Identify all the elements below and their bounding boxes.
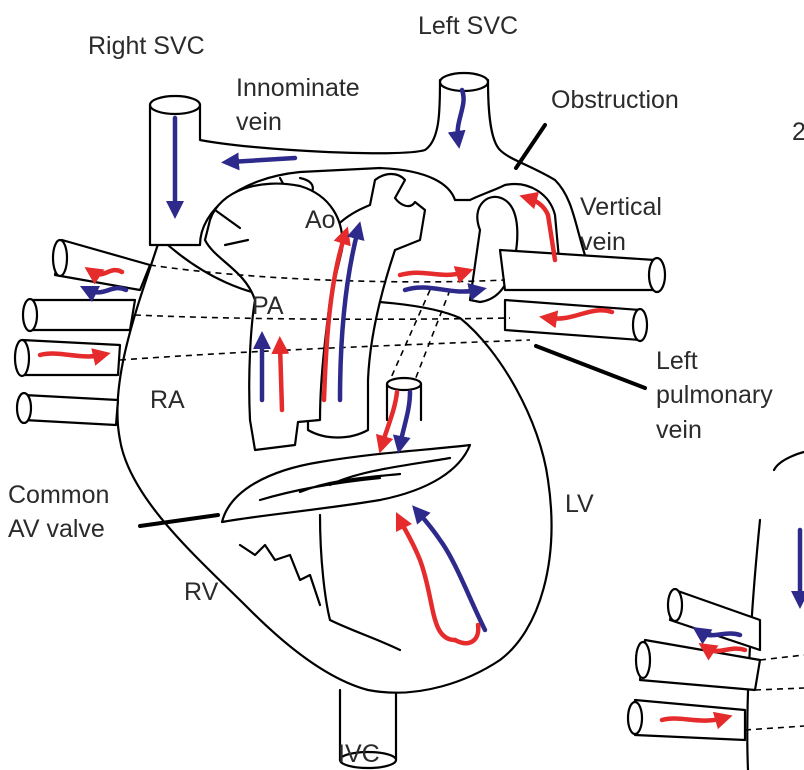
lpv-blue-arrow: [405, 287, 478, 291]
label-ivc: IVC: [338, 740, 380, 768]
label-rv: RV: [184, 578, 219, 606]
label-ra: RA: [150, 386, 185, 414]
label-common-av-line1: Common: [8, 481, 109, 509]
label-pa: PA: [252, 292, 284, 320]
label-obstruction: Obstruction: [551, 86, 679, 114]
label-vertical-line2: vein: [580, 228, 626, 256]
right-svc-opening: [150, 96, 200, 114]
label-left-pulmonary-line3: vein: [656, 416, 702, 444]
label-vertical-line1: Vertical: [580, 193, 662, 221]
label-left-pulmonary-line2: pulmonary: [656, 381, 773, 409]
pa-red-arrow: [280, 345, 282, 410]
vertical-vein-flow-arrow: [528, 198, 555, 260]
label-innominate-line2: vein: [236, 108, 282, 136]
lpv-red-arrow: [400, 272, 465, 275]
adjacent-panel-fragment: [628, 452, 804, 770]
label-fragment-2: 2: [792, 118, 804, 146]
rpv-lower-red-arrow: [40, 354, 102, 357]
obstruction-leader: [516, 125, 545, 168]
label-common-av-line2: AV valve: [8, 515, 105, 543]
label-ao: Ao: [305, 206, 336, 234]
left-pulmonary-vein-leader: [536, 346, 645, 388]
left-svc-opening: [440, 73, 488, 91]
left-pulmonary-veins: [500, 250, 665, 341]
label-innominate-line1: Innominate: [236, 74, 360, 102]
label-left-svc: Left SVC: [418, 12, 518, 40]
rpv-upper-blue-arrow: [88, 288, 126, 292]
label-left-pulmonary-line1: Left: [656, 347, 698, 375]
label-lv: LV: [565, 490, 594, 518]
label-right-svc: Right SVC: [88, 32, 205, 60]
